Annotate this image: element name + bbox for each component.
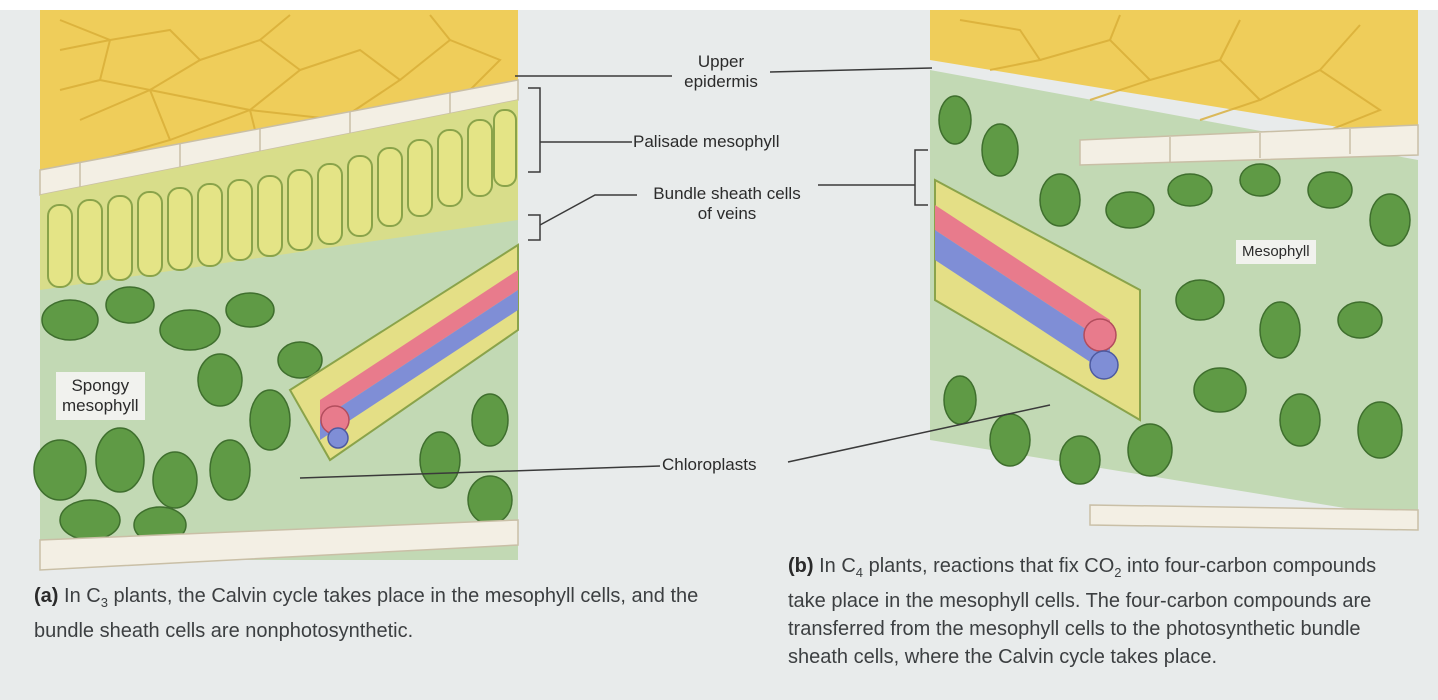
upper-epidermis-label: Upper epidermis (672, 52, 770, 92)
c3-leaf-block (34, 10, 518, 570)
caption-b-part1: In C (814, 555, 856, 577)
bundle-sheath-line2: of veins (636, 204, 818, 224)
caption-b-part2: plants, reactions that fix CO (863, 555, 1114, 577)
bundle-sheath-label: Bundle sheath cells of veins (636, 184, 818, 224)
mesophyll-label: Mesophyll (1236, 240, 1316, 264)
caption-a-sub: 3 (101, 595, 108, 610)
caption-a-part2: plants, the Calvin cycle takes place in … (34, 585, 698, 642)
spongy-mesophyll-line1: Spongy (62, 376, 139, 396)
spongy-mesophyll-line2: mesophyll (62, 396, 139, 416)
chloroplasts-label: Chloroplasts (662, 455, 757, 475)
caption-b-sub1: 4 (856, 565, 863, 580)
spongy-mesophyll-label: Spongy mesophyll (56, 372, 145, 420)
caption-a-marker: (a) (34, 585, 58, 607)
upper-epidermis-line1: Upper (672, 52, 770, 72)
bundle-sheath-line1: Bundle sheath cells (636, 184, 818, 204)
caption-b: (b) In C4 plants, reactions that fix CO2… (788, 552, 1413, 671)
c4-leaf-block (930, 10, 1418, 530)
caption-b-sub2: 2 (1114, 565, 1121, 580)
caption-a-part1: In C (58, 585, 100, 607)
palisade-mesophyll-label: Palisade mesophyll (633, 132, 779, 152)
upper-epidermis-line2: epidermis (672, 72, 770, 92)
caption-a: (a) In C3 plants, the Calvin cycle takes… (34, 582, 734, 645)
caption-b-marker: (b) (788, 555, 814, 577)
